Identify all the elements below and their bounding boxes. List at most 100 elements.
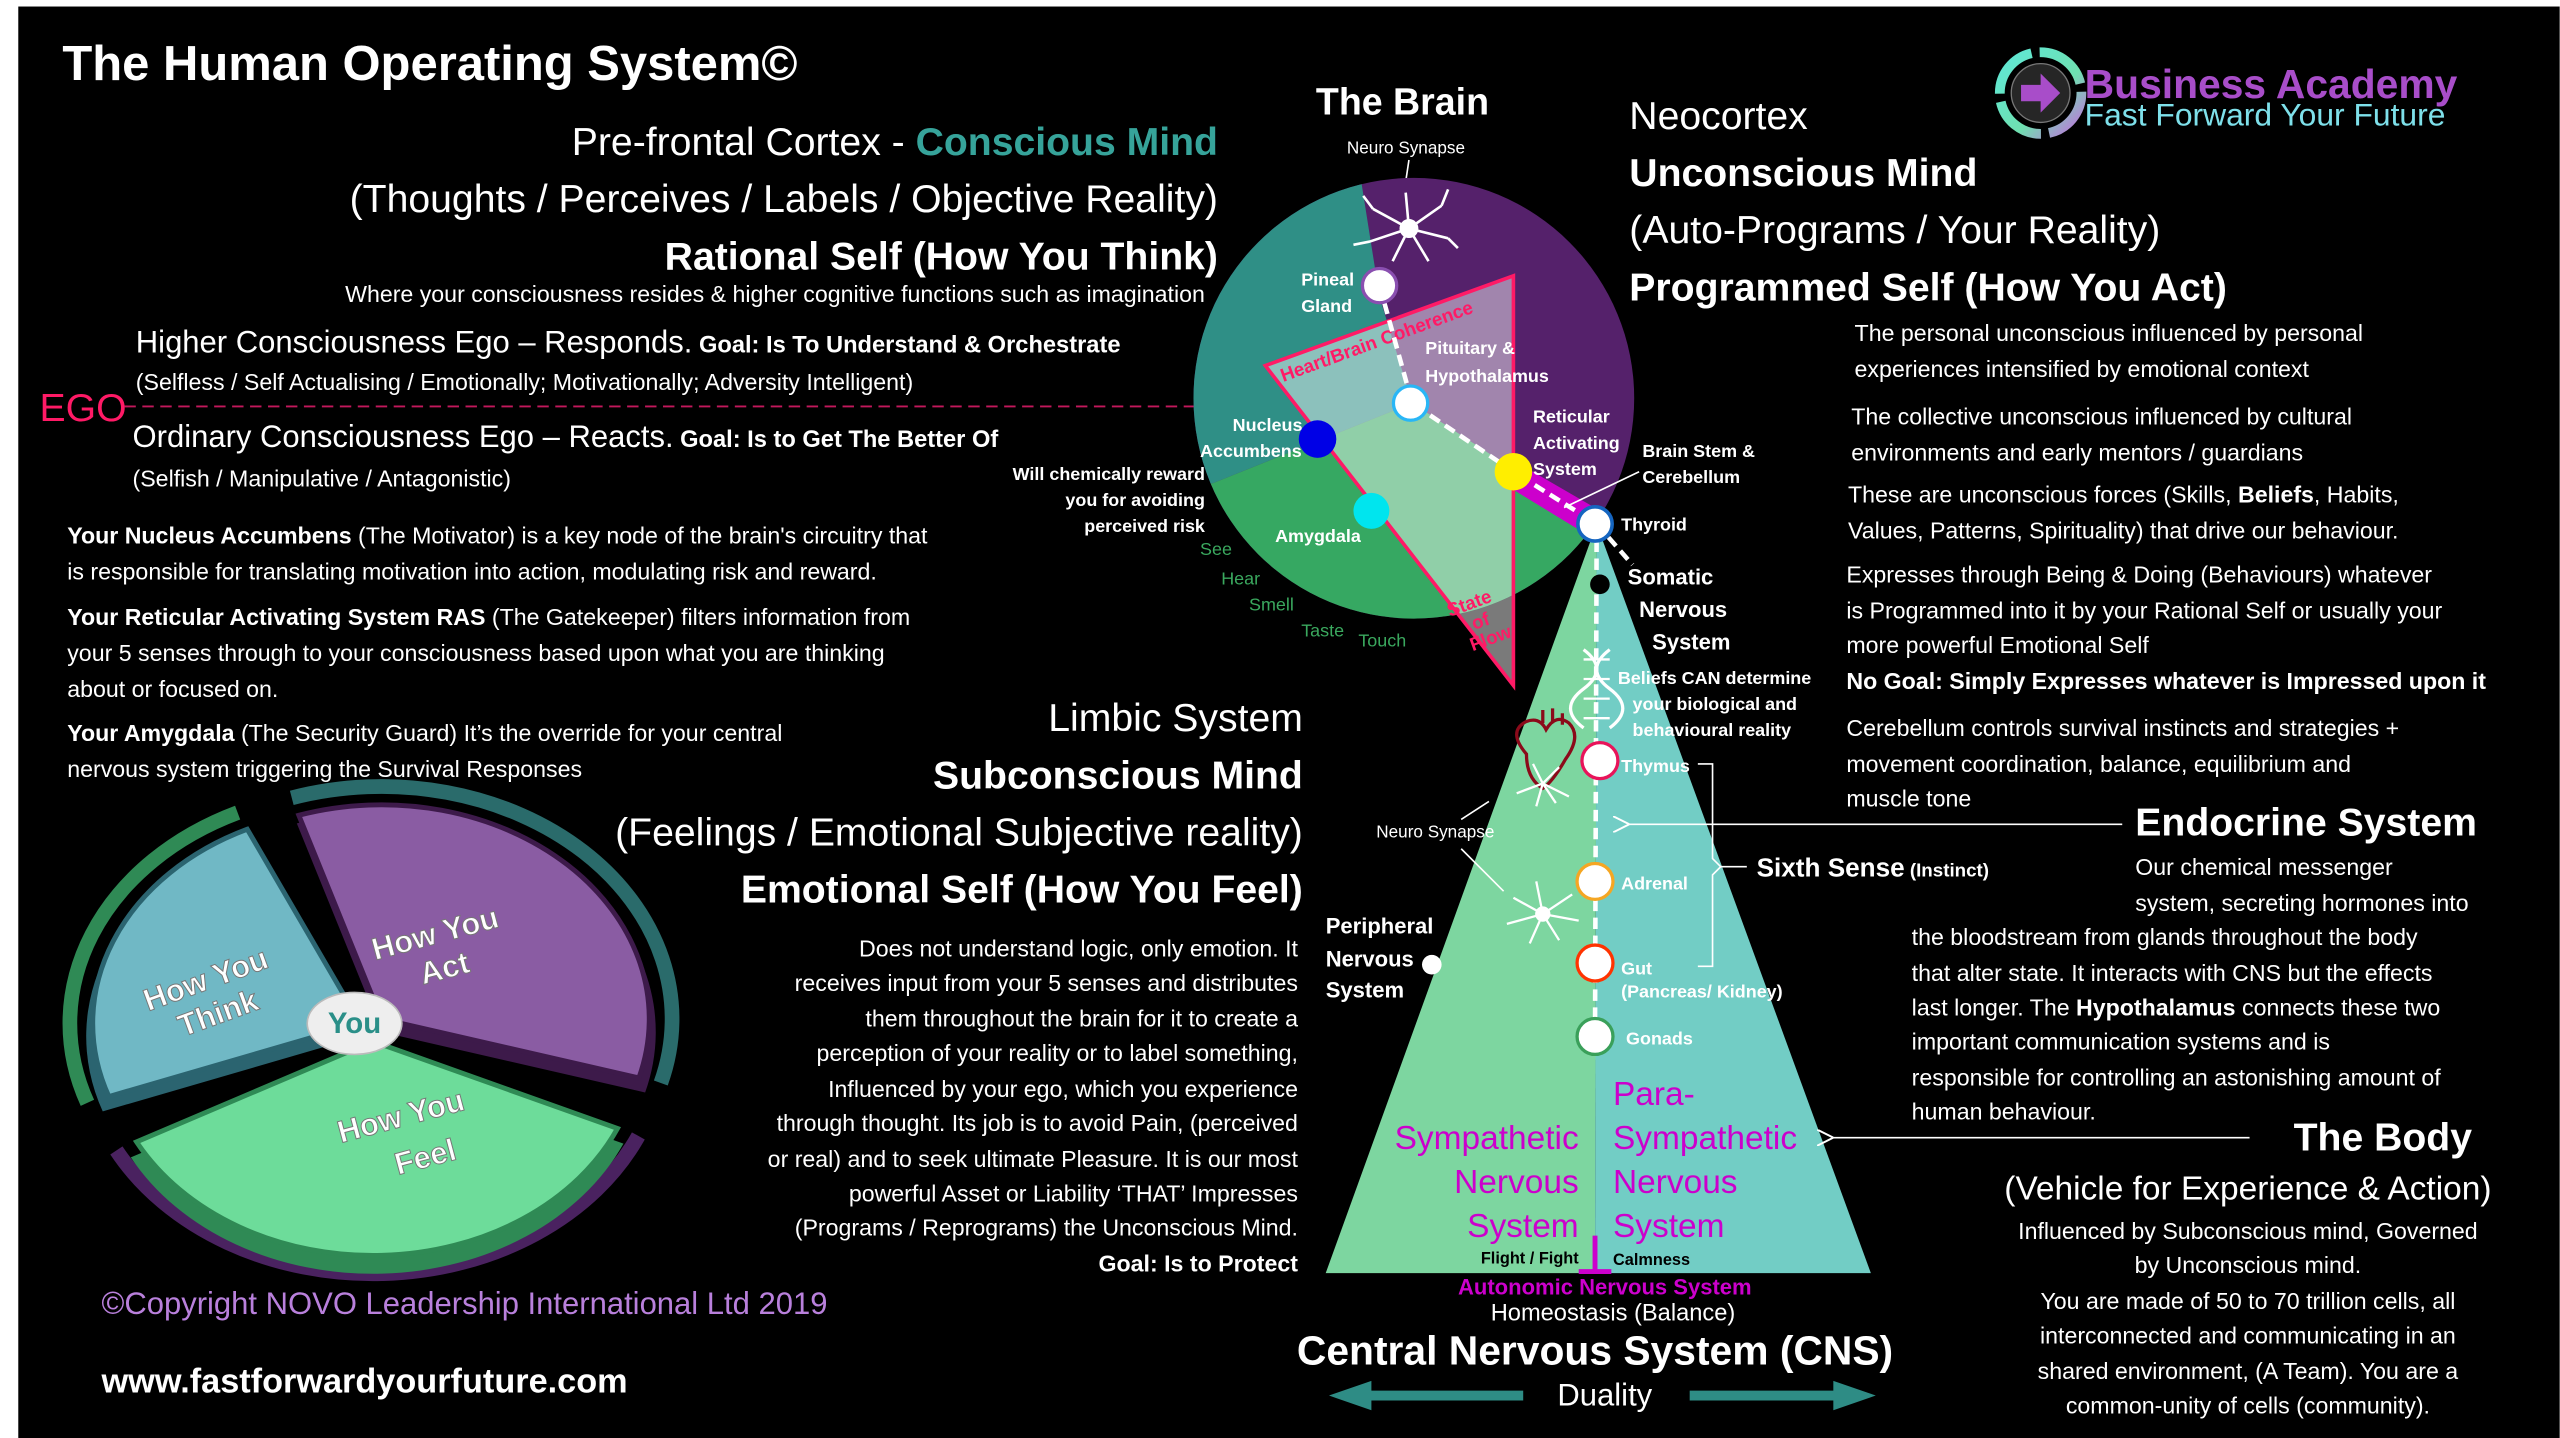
svg-text:Cerebellum controls survival i: Cerebellum controls survival instincts a… (1846, 715, 2399, 741)
pie-rim-arrow-act (289, 779, 680, 1086)
svg-text:(Feelings / Emotional Subjecti: (Feelings / Emotional Subjective reality… (615, 811, 1303, 854)
svg-text:human behaviour.: human behaviour. (1912, 1099, 2096, 1125)
svg-text:is Programmed into it by your: is Programmed into it by your Rational S… (1846, 598, 2442, 624)
svg-text:by Unconscious mind.: by Unconscious mind. (2135, 1252, 2362, 1278)
svg-text:system, secreting hormones int: system, secreting hormones into (2135, 890, 2468, 916)
left-arrow-icon (1328, 1380, 1524, 1411)
svg-text:Nervous: Nervous (1613, 1164, 1738, 1201)
pineal-node (1360, 266, 1399, 305)
body-block: The Body (Vehicle for Experience & Actio… (1832, 1117, 2492, 1419)
svg-text:Your Amygdala (The Security Gu: Your Amygdala (The Security Guard) It’s … (67, 720, 782, 746)
svg-text:muscle tone: muscle tone (1846, 785, 1971, 811)
svg-text:The personal unconscious influ: The personal unconscious influenced by p… (1855, 320, 2363, 346)
rational-self: Rational Self (How You Think) (665, 235, 1218, 278)
svg-text:Endocrine System: Endocrine System (2135, 802, 2477, 845)
thyroid-node (1576, 505, 1614, 543)
svg-text:last longer. The Hypothalamus: last longer. The Hypothalamus connects t… (1912, 994, 2441, 1020)
sixth-sense-bracket (1697, 763, 1747, 968)
svg-text:Expresses through Being & Doin: Expresses through Being & Doing (Behavio… (1846, 562, 2432, 588)
conscious-desc: Where your consciousness resides & highe… (345, 281, 1205, 307)
svg-text:Emotional Self (How You Feel): Emotional Self (How You Feel) (741, 869, 1303, 912)
svg-text:You are made of 50 to 70 trill: You are made of 50 to 70 trillion cells,… (2040, 1288, 2455, 1314)
gut-node (1575, 943, 1615, 983)
parasympathetic-region (1595, 523, 1871, 1274)
svg-text:Hypothalamus: Hypothalamus (1425, 366, 1549, 386)
svg-text:more powerful Emotional Self: more powerful Emotional Self (1846, 632, 2149, 658)
limbic-block: Limbic System Subconscious Mind (Feeling… (615, 697, 1303, 1276)
brain-labels: Pineal Gland Pituitary & Hypothalamus Nu… (1200, 270, 1755, 546)
logo-name: Business Academy (2085, 61, 2458, 107)
svg-text:Sympathetic: Sympathetic (1395, 1120, 1579, 1157)
svg-text:See: See (1200, 539, 1232, 559)
svg-text:Touch: Touch (1358, 630, 1406, 650)
svg-text:common-unity of cells (communi: common-unity of cells (community). (2066, 1393, 2430, 1419)
svg-text:about or focused on.: about or focused on. (67, 676, 278, 702)
svg-text:(Programs / Reprograms) the Un: (Programs / Reprograms) the Unconscious … (795, 1215, 1298, 1241)
svg-text:Autonomic Nervous System: Autonomic Nervous System (1458, 1274, 1752, 1299)
conscious-heading: Pre-frontal Cortex - Conscious Mind (572, 121, 1218, 164)
duality-arrows (1328, 1380, 1876, 1411)
right-arrow-icon (1689, 1380, 1876, 1411)
neuron-icon (1353, 188, 1459, 262)
svg-text:nervous system triggering the: nervous system triggering the Survival R… (67, 756, 582, 782)
sympathetic-region (1325, 523, 1597, 1274)
svg-text:Thymus: Thymus (1621, 756, 1690, 776)
cns-title: Central Nervous System (CNS) (1297, 1328, 1893, 1374)
ego-label: EGO (40, 387, 127, 430)
pie-rim-arrow-feel (110, 1132, 645, 1282)
svg-text:Gut: Gut (1621, 958, 1652, 978)
svg-text:The collective unconscious inf: The collective unconscious influenced by… (1851, 403, 2352, 429)
svg-text:System: System (1533, 459, 1597, 479)
unconscious-block: Neocortex Unconscious Mind (Auto-Program… (1629, 95, 2486, 811)
neuro-synapse-label: Neuro Synapse (1347, 137, 1465, 157)
you-button (306, 991, 403, 1056)
svg-text:Does not understand logic, onl: Does not understand logic, only emotion.… (859, 935, 1299, 961)
thymus-node (1580, 741, 1620, 781)
svg-text:Nucleus: Nucleus (1233, 415, 1303, 435)
ras-node (1494, 452, 1533, 491)
svg-text:Peripheral: Peripheral (1326, 914, 1434, 939)
svg-text:shared environment, (A Team).: shared environment, (A Team). You are a (2038, 1358, 2459, 1384)
svg-text:Unconscious Mind: Unconscious Mind (1629, 152, 1977, 195)
svg-text:Nervous: Nervous (1326, 946, 1414, 971)
endocrine-block: Endocrine System Our chemical messenger … (1628, 802, 2477, 1125)
svg-text:Neuro Synapse: Neuro Synapse (1376, 821, 1494, 841)
svg-text:you for avoiding: you for avoiding (1065, 490, 1205, 510)
svg-text:System: System (1652, 630, 1730, 655)
svg-text:Neocortex: Neocortex (1629, 95, 1808, 138)
ordinary-ego: Ordinary Consciousness Ego – Reacts. Goa… (133, 419, 999, 454)
svg-text:Activating: Activating (1533, 433, 1620, 453)
svg-text:them throughout the brain for: them throughout the brain for it to crea… (865, 1006, 1298, 1032)
svg-text:Our chemical messenger: Our chemical messenger (2135, 854, 2393, 880)
svg-text:Taste: Taste (1301, 621, 1344, 641)
website-link[interactable]: www.fastforwardyourfuture.com (101, 1362, 628, 1400)
svg-text:You: You (328, 1007, 381, 1040)
senses: See Hear Smell Taste Touch (1200, 539, 1406, 650)
svg-text:The Body: The Body (2294, 1117, 2473, 1160)
svg-text:interconnected and communicati: interconnected and communicating in an (2040, 1322, 2456, 1348)
svg-text:Nervous: Nervous (1639, 597, 1727, 622)
pie-slice-think (90, 826, 365, 1100)
svg-text:Goal: Is to Protect: Goal: Is to Protect (1099, 1251, 1299, 1277)
pie-slice-feel (132, 1038, 622, 1258)
svg-text:Thyroid: Thyroid (1621, 514, 1687, 534)
svg-text:Smell: Smell (1249, 594, 1294, 614)
cns-labels: Thyroid Somatic Nervous System Beliefs C… (1297, 514, 1989, 1412)
svg-text:or real) and to seek ultimate: or real) and to seek ultimate Pleasure. … (768, 1146, 1299, 1172)
svg-text:No Goal: Simply Expresses what: No Goal: Simply Expresses whatever is Im… (1846, 668, 2486, 694)
svg-text:Beliefs CAN determine: Beliefs CAN determine (1618, 668, 1811, 688)
svg-text:Calmness: Calmness (1613, 1251, 1690, 1269)
logo-tagline: Fast Forward Your Future (2085, 97, 2446, 133)
svg-text:Adrenal: Adrenal (1621, 874, 1688, 894)
svg-text:is responsible for translating: is responsible for translating motivatio… (67, 558, 877, 584)
svg-text:Programmed Self (How You Act): Programmed Self (How You Act) (1629, 266, 2227, 309)
svg-text:through thought. Its job is to: through thought. Its job is to avoid Pai… (777, 1110, 1298, 1136)
right-arrow-icon (2021, 73, 2061, 113)
higher-ego: Higher Consciousness Ego – Responds. Goa… (136, 325, 1121, 360)
svg-text:Cerebellum: Cerebellum (1642, 467, 1740, 487)
svg-text:Flight / Fight: Flight / Fight (1481, 1249, 1579, 1267)
page-title: The Human Operating System© (62, 37, 797, 91)
svg-text:behavioural reality: behavioural reality (1633, 720, 1792, 740)
svg-text:environments and early mentors: environments and early mentors / guardia… (1851, 439, 2303, 465)
svg-text:(Pancreas/ Kidney): (Pancreas/ Kidney) (1621, 981, 1783, 1001)
